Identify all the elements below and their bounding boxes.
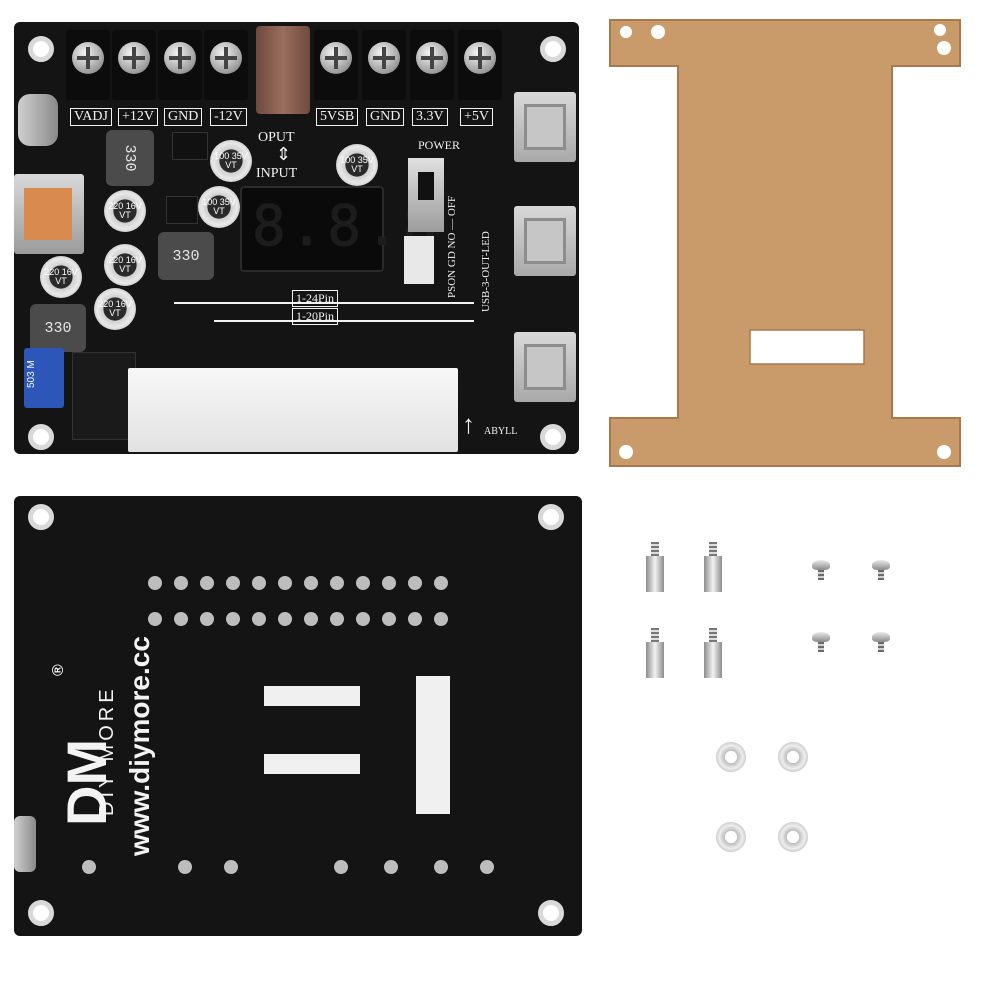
brand-url: www.diymore.cc: [124, 636, 155, 856]
screw-icon: [812, 632, 830, 652]
front-pcb-board: VADJ +12V GND -12V 5VSB GND 3.3V +5V OPU…: [14, 22, 579, 454]
screw-terminal: [314, 30, 358, 100]
back-pcb-board: DM ® DIY MORE www.diymore.cc: [14, 496, 582, 936]
usb-a-port: [514, 332, 576, 402]
terminal-label-5v: +5V: [460, 108, 494, 126]
mounting-hole: [28, 36, 54, 62]
abyll-label: ABYLL: [484, 426, 518, 437]
pin24-label: 1-24Pin: [292, 290, 339, 307]
terminal-label-gnd: GND: [164, 108, 203, 126]
registered-mark: ®: [50, 664, 67, 676]
mounting-hole: [540, 424, 566, 450]
screw-icon: [118, 42, 150, 74]
mounting-hole: [28, 424, 54, 450]
pin-bracket-line: [174, 302, 474, 304]
capacitor: 100 35V VT: [336, 144, 378, 186]
terminal-label-minus12v: -12V: [210, 108, 247, 126]
mounting-hole: [28, 900, 54, 926]
power-label: POWER: [418, 138, 460, 152]
mounting-hole: [538, 900, 564, 926]
screw-terminal: [458, 30, 502, 100]
brass-standoff: [704, 542, 722, 592]
header-footprint: [416, 676, 450, 814]
screw-terminal: [158, 30, 202, 100]
screw-terminal: [204, 30, 248, 100]
power-switch: [408, 158, 444, 232]
usb-a-port: [514, 206, 576, 276]
inductor: 330: [30, 304, 86, 352]
terminal-label-3v3: 3.3V: [412, 108, 448, 126]
brass-standoff: [646, 542, 664, 592]
capacitor: 220 16V VT: [94, 288, 136, 330]
dc-jack: [256, 26, 310, 114]
trimmer-label: 503 M: [26, 360, 37, 388]
terminal-label-gnd-2: GND: [366, 108, 405, 126]
screw-terminal: [362, 30, 406, 100]
usb-a-port-left: [14, 174, 84, 254]
screw-icon: [812, 560, 830, 580]
mounting-hole: [538, 504, 564, 530]
usb-c-port-back: [14, 816, 36, 872]
arrow-updown-icon: ⇕: [276, 144, 292, 164]
capacitor: 220 16V VT: [104, 244, 146, 286]
output-label: OPUT: [258, 130, 295, 145]
arrow-up-icon: ↑: [462, 410, 475, 439]
usb-c-port: [18, 94, 58, 146]
mounting-hole: [28, 504, 54, 530]
washer: [716, 822, 746, 852]
screw-icon: [416, 42, 448, 74]
input-label: INPUT: [256, 166, 298, 181]
voltage-regulator: [72, 352, 136, 440]
mounting-hole: [540, 36, 566, 62]
screw-icon: [72, 42, 104, 74]
screw-icon: [872, 632, 890, 652]
usb-a-port: [514, 92, 576, 162]
acrylic-cover-plate: [609, 19, 961, 467]
ic-chip: [172, 132, 208, 160]
screw-icon: [164, 42, 196, 74]
trimmer-potentiometer: 503 M: [24, 348, 64, 408]
screw-icon: [464, 42, 496, 74]
header-connector: [404, 236, 434, 284]
header-footprint: [264, 754, 360, 774]
screw-icon: [368, 42, 400, 74]
capacitor: 220 16V VT: [104, 190, 146, 232]
header-footprint: [264, 686, 360, 706]
capacitor: 220 16V VT: [40, 256, 82, 298]
terminal-label-vadj: VADJ: [70, 108, 112, 126]
screw-terminal: [112, 30, 156, 100]
brass-standoff: [704, 628, 722, 678]
brass-standoff: [646, 628, 664, 678]
terminal-label-12v: +12V: [118, 108, 159, 126]
ic-chip: [166, 196, 198, 224]
seven-segment-display: 8.8.8: [240, 186, 437, 272]
pin20-label: 1-20Pin: [292, 308, 339, 325]
inductor: 330: [158, 232, 214, 280]
capacitor: 100 35V VT: [198, 186, 240, 228]
washer: [716, 742, 746, 772]
inductor: 330: [106, 130, 154, 186]
screw-terminal: [66, 30, 110, 100]
screw-icon: [210, 42, 242, 74]
brand-name: DIY MORE: [96, 685, 118, 816]
screw-icon: [872, 560, 890, 580]
screw-terminal: [410, 30, 454, 100]
usb-led-label: USB-3-OUT-LED: [480, 231, 492, 312]
switch-label: PSON GD NO — OFF: [446, 195, 458, 298]
atx-24pin-connector: [128, 368, 458, 452]
washer: [778, 742, 808, 772]
capacitor: 100 35V VT: [210, 140, 252, 182]
washer: [778, 822, 808, 852]
pin-bracket-line: [214, 320, 474, 322]
screw-icon: [320, 42, 352, 74]
terminal-label-5vsb: 5VSB: [316, 108, 359, 126]
